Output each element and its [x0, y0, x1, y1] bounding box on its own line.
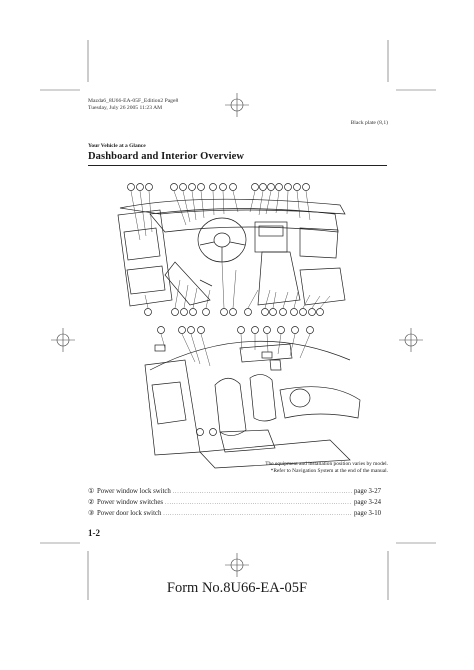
item-number: ②	[88, 499, 95, 507]
note-line-1: The equipment and installation position …	[265, 461, 388, 467]
leader-dots	[173, 487, 352, 498]
reg-mark-left	[51, 328, 75, 352]
item-page-ref: page 3-10	[354, 510, 381, 518]
item-number: ①	[88, 488, 95, 495]
dashboard-illustration	[117, 183, 346, 316]
list-item: ② Power window switches page 3-24	[88, 498, 388, 509]
callouts-interior	[157, 326, 314, 436]
page-title: Dashboard and Interior Overview	[88, 151, 245, 162]
callouts-top	[127, 183, 310, 191]
reg-mark-right	[399, 328, 423, 352]
reg-mark-top	[225, 93, 249, 117]
page-number: 1-2	[88, 528, 100, 538]
item-page-ref: page 3-27	[354, 488, 381, 495]
item-number: ③	[88, 510, 95, 518]
form-number-footer: Form No.8U66-EA-05F	[166, 580, 308, 596]
item-label: Power window lock switch	[97, 488, 171, 495]
leader-dots	[163, 509, 352, 520]
title-rule	[88, 165, 387, 166]
equipment-note: The equipment and installation position …	[150, 461, 388, 475]
item-page-ref: page 3-24	[354, 499, 381, 507]
note-line-2: *Refer to Navigation System at the end o…	[270, 468, 388, 474]
callouts-bottom	[144, 308, 324, 316]
reference-list: ① Power window lock switch page 3-27 ② P…	[88, 487, 388, 521]
interior-illustration	[144, 326, 361, 469]
list-item: ① Power window lock switch page 3-27	[88, 487, 388, 498]
header-date-line: Tuesday, July 26 2005 11:23 AM	[88, 105, 163, 111]
item-label: Power window switches	[97, 499, 164, 507]
list-item: ③ Power door lock switch page 3-10	[88, 509, 388, 520]
header-file-line: Mazda6_8U66-EA-05F_Edition2 Page8	[88, 98, 179, 104]
leader-dots	[165, 498, 352, 509]
leaders-bottom	[144, 261, 331, 309]
section-label: Your Vehicle at a Glance	[88, 143, 146, 149]
header-plate: Black plate (8,1)	[350, 120, 388, 126]
crop-marks	[40, 40, 436, 600]
registration-marks	[51, 93, 423, 577]
reg-mark-bottom	[225, 553, 249, 577]
item-label: Power door lock switch	[97, 510, 162, 518]
